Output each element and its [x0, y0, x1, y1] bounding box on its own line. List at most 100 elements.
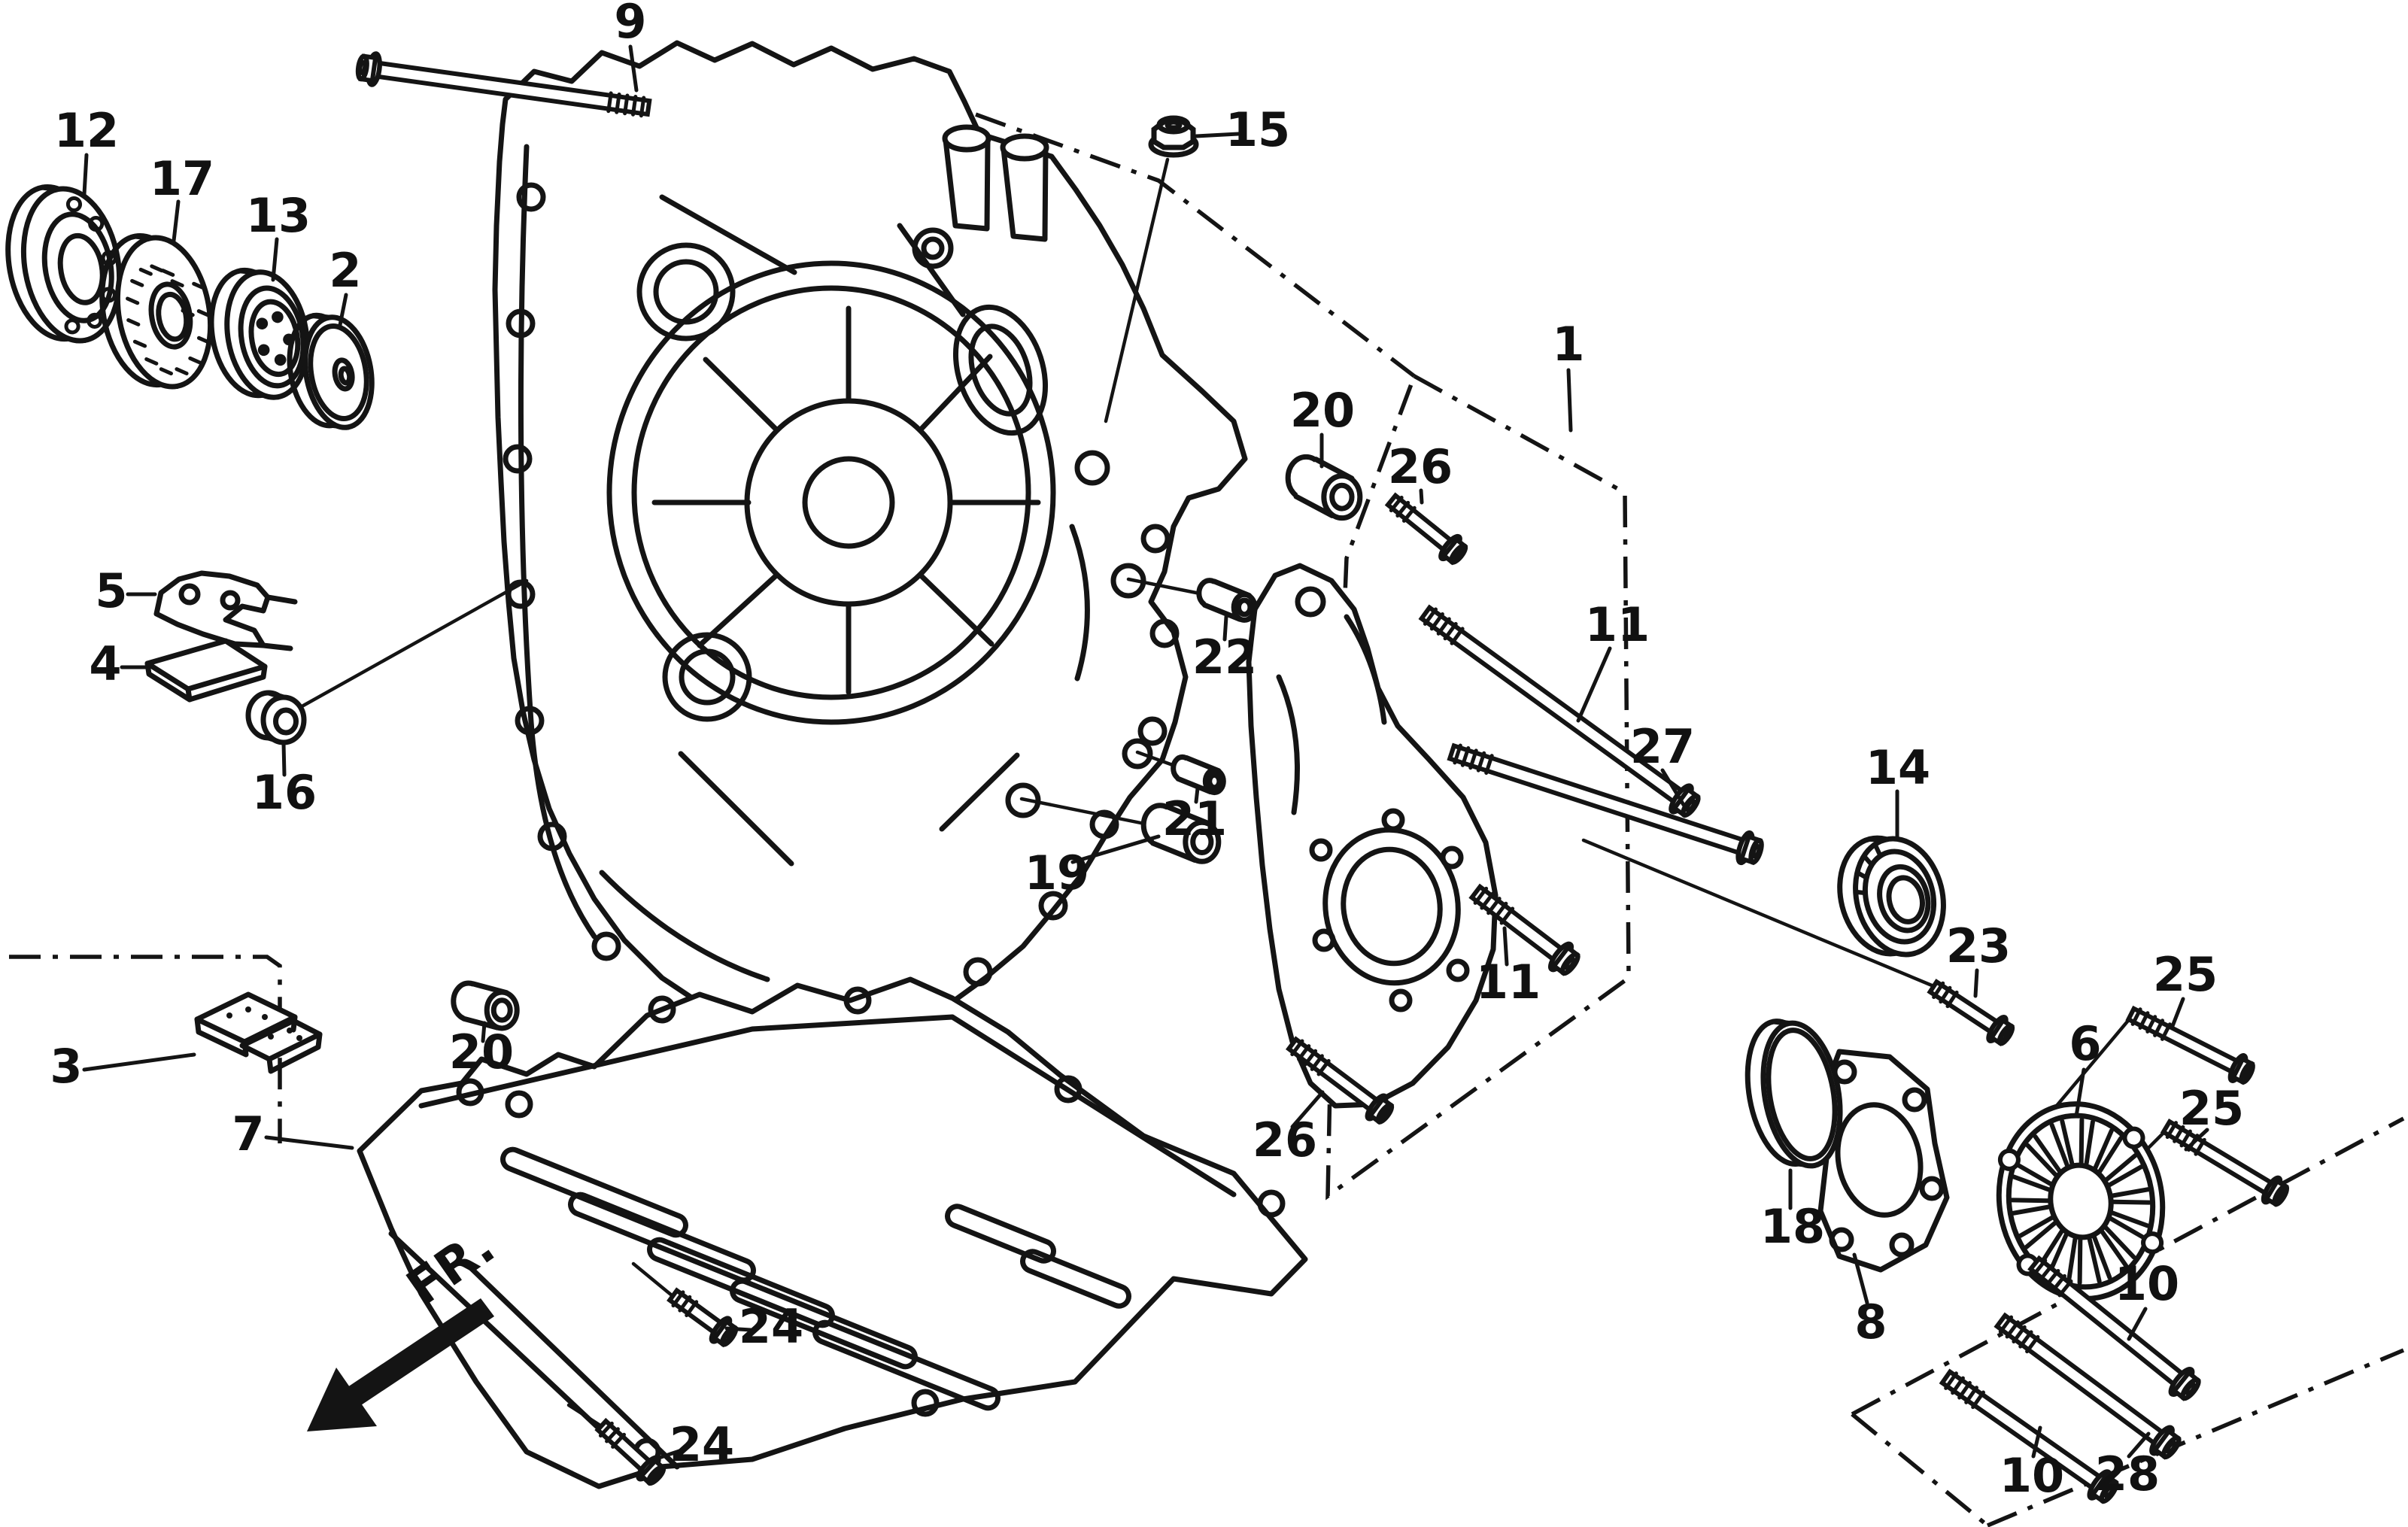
part-number-21: 21	[1162, 791, 1227, 846]
callout-17: 17	[150, 151, 214, 243]
part-number-23: 23	[1946, 918, 2011, 973]
bolt-24-upper	[667, 1287, 739, 1348]
part-number-27: 27	[1630, 719, 1695, 774]
part-number-5: 5	[95, 563, 127, 618]
part-number-17: 17	[150, 151, 214, 206]
part-number-7: 7	[232, 1107, 264, 1161]
clutch-case-drawing	[492, 40, 1248, 1061]
callout-2: 2	[329, 243, 362, 327]
callout-7: 7	[232, 1107, 354, 1161]
part-number-24: 24	[670, 1417, 734, 1472]
bearing-13	[208, 267, 310, 400]
o-ring-18	[1745, 1019, 1843, 1169]
callout-26: 26	[1388, 439, 1453, 505]
callout-26: 26	[1253, 1090, 1325, 1167]
callout-13: 13	[246, 188, 311, 282]
callout-1: 1	[1552, 317, 1585, 433]
callout-20: 20	[449, 1021, 514, 1079]
bolt-10-upper	[2027, 1255, 2201, 1401]
callout-8: 8	[1852, 1252, 1887, 1349]
callout-10: 10	[2115, 1256, 2179, 1341]
front-direction-arrow	[307, 1298, 494, 1431]
part-number-19: 19	[1025, 845, 1089, 900]
part-number-1: 1	[1552, 317, 1584, 372]
part-number-18: 18	[1760, 1199, 1825, 1254]
generated-parts	[5, 51, 2290, 1504]
part-number-22: 22	[1192, 630, 1257, 685]
oil-seal-14	[1837, 835, 1946, 958]
part-number-4: 4	[89, 636, 121, 691]
part-number-9: 9	[614, 0, 646, 49]
collar-19	[1140, 803, 1222, 864]
dowel-21	[1171, 754, 1226, 796]
part-number-28: 28	[2095, 1447, 2160, 1501]
callout-27: 27	[1630, 719, 1695, 807]
cushion-3-drawing	[194, 991, 323, 1074]
callout-15: 15	[1194, 102, 1290, 157]
callout-10: 10	[2000, 1425, 2064, 1503]
side-cover-bracket-drawing	[1246, 563, 1499, 1109]
washer-16	[245, 690, 307, 745]
bearing-12	[5, 184, 123, 344]
case-top-studs	[942, 124, 1049, 242]
part-number-14: 14	[1866, 740, 1930, 795]
part-number-24: 24	[739, 1299, 803, 1354]
callout-3: 3	[50, 1039, 196, 1094]
callout-14: 14	[1866, 740, 1930, 839]
callout-12: 12	[54, 103, 119, 196]
bolt-11-lower	[1468, 883, 1581, 976]
part-number-25: 25	[2153, 947, 2218, 1002]
callout-25: 25	[2153, 947, 2218, 1028]
callout-22: 22	[1192, 615, 1257, 685]
part-number-3: 3	[50, 1039, 82, 1094]
callout-21: 21	[1162, 786, 1227, 846]
collar-20-upper	[1285, 454, 1363, 521]
collar-20-lower	[451, 980, 520, 1031]
dowel-22	[1196, 578, 1258, 623]
callout-23: 23	[1946, 918, 2011, 998]
bolt-24-lower	[594, 1417, 667, 1486]
part-number-6: 6	[2069, 1016, 2101, 1071]
part-number-20: 20	[1290, 383, 1355, 438]
callout-11: 11	[1576, 597, 1650, 723]
washer-17	[99, 233, 214, 390]
part-number-16: 16	[252, 765, 317, 820]
part-number-25: 25	[2179, 1081, 2244, 1136]
nut-15	[1148, 115, 1199, 158]
callout-19: 19	[1025, 834, 1161, 900]
case-web-ribs	[599, 194, 1090, 982]
bolt-10-lower	[1939, 1368, 2119, 1504]
part-number-8: 8	[1854, 1295, 1887, 1349]
callout-9: 9	[614, 0, 647, 93]
case-upper-chamber	[952, 304, 1049, 436]
part-number-15: 15	[1225, 102, 1290, 157]
setting-plate-5-drawing	[153, 570, 298, 651]
part-number-11: 11	[1476, 955, 1541, 1009]
bolt-11-upper	[1418, 604, 1701, 818]
callout-11: 11	[1476, 926, 1541, 1009]
callout-4: 4	[89, 636, 150, 691]
part-number-10: 10	[2115, 1256, 2179, 1311]
callout-28: 28	[2095, 1431, 2160, 1501]
bolt-27	[1447, 742, 1764, 866]
callout-16: 16	[252, 741, 317, 820]
part-number-2: 2	[329, 243, 361, 298]
part-number-13: 13	[246, 188, 311, 243]
part-number-11: 11	[1585, 597, 1650, 652]
bolt-25-upper	[2125, 1005, 2255, 1085]
washer-2	[287, 312, 375, 430]
callout-5: 5	[95, 563, 157, 618]
bolt-23	[1927, 979, 2015, 1046]
part-number-26: 26	[1253, 1113, 1317, 1167]
callout-20: 20	[1290, 383, 1355, 469]
callout-24: 24	[724, 1299, 803, 1354]
part-number-20: 20	[449, 1025, 514, 1079]
pan-slots	[500, 1146, 1131, 1411]
bolt-9	[355, 51, 652, 118]
bolt-28	[1994, 1312, 2182, 1460]
part-number-26: 26	[1388, 439, 1453, 494]
callout-25: 25	[2179, 1081, 2244, 1152]
part-number-10: 10	[2000, 1448, 2064, 1503]
